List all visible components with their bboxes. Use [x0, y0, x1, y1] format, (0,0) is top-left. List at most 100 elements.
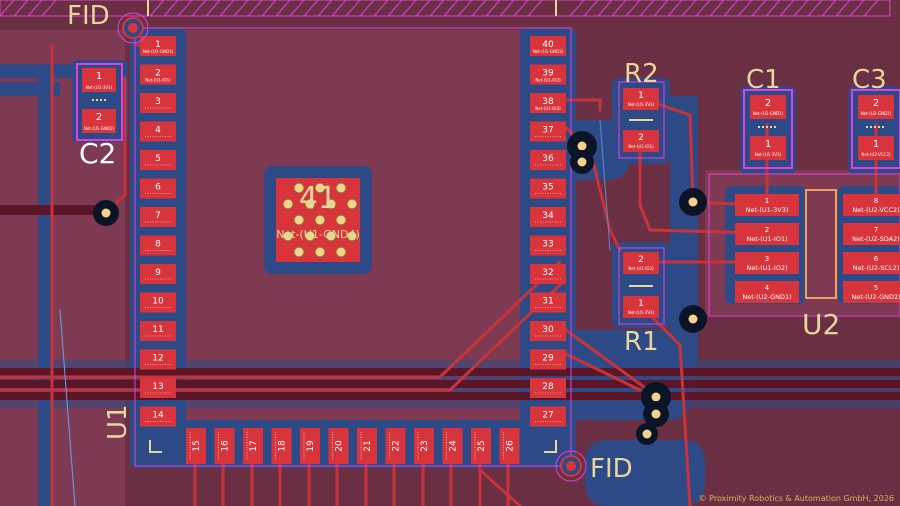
pad[interactable]: 37 — [530, 121, 566, 142]
pad-number: 40 — [542, 40, 554, 50]
pad[interactable]: 21 — [357, 428, 377, 464]
pad-copper — [140, 406, 176, 427]
pad[interactable]: 15 — [186, 428, 206, 464]
pad-number: 15 — [192, 440, 202, 451]
thermal-pad-41[interactable]: 41 Net-(U1-GND4) — [276, 178, 360, 262]
pad[interactable]: 27 — [530, 406, 566, 427]
fiducial-bottom — [555, 450, 587, 482]
c2-footprint[interactable]: 1 Net-(U1-3V3) 2 Net-(U1-GND2) — [76, 63, 123, 141]
r1-pad-2-net: Net-(U1-IO2) — [628, 266, 654, 271]
pad[interactable]: 29 — [530, 349, 566, 370]
pad[interactable]: 10 — [140, 292, 176, 313]
pad[interactable]: 36 — [530, 150, 566, 170]
pad[interactable]: 8 — [140, 235, 176, 256]
pad-number: 6 — [874, 255, 879, 263]
pad[interactable]: 14 — [140, 406, 176, 427]
u2-body-outline — [805, 189, 837, 299]
via — [636, 423, 658, 445]
fid-top-label: FID — [67, 1, 110, 31]
pad[interactable]: 25 — [471, 428, 491, 464]
silk-labels: FID FID U1 U2 R2 R1 C1 C3 C2 — [67, 1, 887, 484]
pad-number: 31 — [542, 297, 553, 307]
pad[interactable]: 16 — [214, 428, 235, 464]
pad-copper — [530, 292, 566, 313]
pad[interactable]: 3 — [140, 93, 176, 113]
pad[interactable]: 24 — [442, 428, 463, 464]
pad-number: 35 — [542, 183, 553, 193]
pad-number: 24 — [449, 440, 459, 452]
pad-copper — [243, 428, 263, 464]
pad-net: Net-(U1-3V3) — [746, 206, 789, 214]
pad-copper — [357, 428, 377, 464]
pad[interactable]: 31 — [530, 292, 566, 313]
pad[interactable]: 5 — [140, 150, 176, 170]
pad[interactable]: 7 — [140, 207, 176, 227]
pad[interactable]: 34 — [530, 207, 566, 227]
pad[interactable]: 6 — [140, 178, 176, 199]
pad[interactable]: 17 — [243, 428, 263, 464]
r2-footprint[interactable]: 1 Net-(U1-3V3) 2 Net-(U1-IO1) — [618, 81, 665, 159]
pad[interactable]: 30 — [530, 321, 566, 341]
pad-copper — [499, 428, 520, 464]
pad[interactable]: 23 — [414, 428, 434, 464]
pad[interactable]: 18 — [271, 428, 292, 464]
pad-copper — [530, 36, 566, 56]
pad-net: Net-(U2-GND1) — [742, 293, 791, 301]
pad-number: 6 — [155, 183, 161, 193]
pad[interactable]: 32 — [530, 264, 566, 284]
pad[interactable]: 9 — [140, 264, 176, 284]
c1-footprint[interactable]: 2 Net-(U2-GND1) 1 Net-(U1-3V3) — [743, 89, 793, 169]
r1-footprint[interactable]: 2 Net-(U1-IO2) 1 Net-(U1-3V3) — [618, 247, 665, 325]
pad-number: 11 — [152, 325, 163, 335]
pad[interactable]: 22 — [385, 428, 406, 464]
pad-copper — [530, 235, 566, 256]
pad-copper — [530, 264, 566, 284]
pad[interactable]: 20 — [328, 428, 349, 464]
pad[interactable]: 35 — [530, 178, 566, 199]
pad-net: Net-(U1-IO2) — [535, 78, 561, 83]
pad[interactable]: 4 — [140, 121, 176, 142]
pad[interactable]: 11 — [140, 321, 176, 341]
hatch — [0, 0, 879, 17]
c2-pad-2-net: Net-(U1-GND2) — [84, 126, 115, 131]
pad[interactable]: 26 — [499, 428, 520, 464]
vias — [93, 131, 707, 445]
pad-copper — [140, 150, 176, 170]
pad[interactable]: 28 — [530, 378, 566, 398]
pad[interactable]: 33 — [530, 235, 566, 256]
pad-number: 14 — [152, 411, 164, 421]
pad[interactable]: 13 — [140, 378, 176, 398]
pad-net: Net-(U1-GND1) — [143, 49, 174, 54]
pad-copper — [530, 406, 566, 427]
pad-copper — [843, 281, 900, 303]
pad-copper — [140, 93, 176, 113]
u1-courtyard — [134, 27, 572, 467]
c3-footprint[interactable]: 2 Net-(U2-GND2) 1 Net-(U2-VCC2) — [851, 89, 900, 169]
r2-pad-1-net: Net-(U1-3V3) — [628, 102, 655, 107]
pad-copper — [530, 207, 566, 227]
pad-copper — [140, 178, 176, 199]
pad-number: 36 — [542, 154, 554, 164]
pad[interactable]: 19 — [300, 428, 320, 464]
pad[interactable]: 12 — [140, 349, 176, 370]
r1-pad-1-net: Net-(U1-3V3) — [628, 310, 655, 315]
